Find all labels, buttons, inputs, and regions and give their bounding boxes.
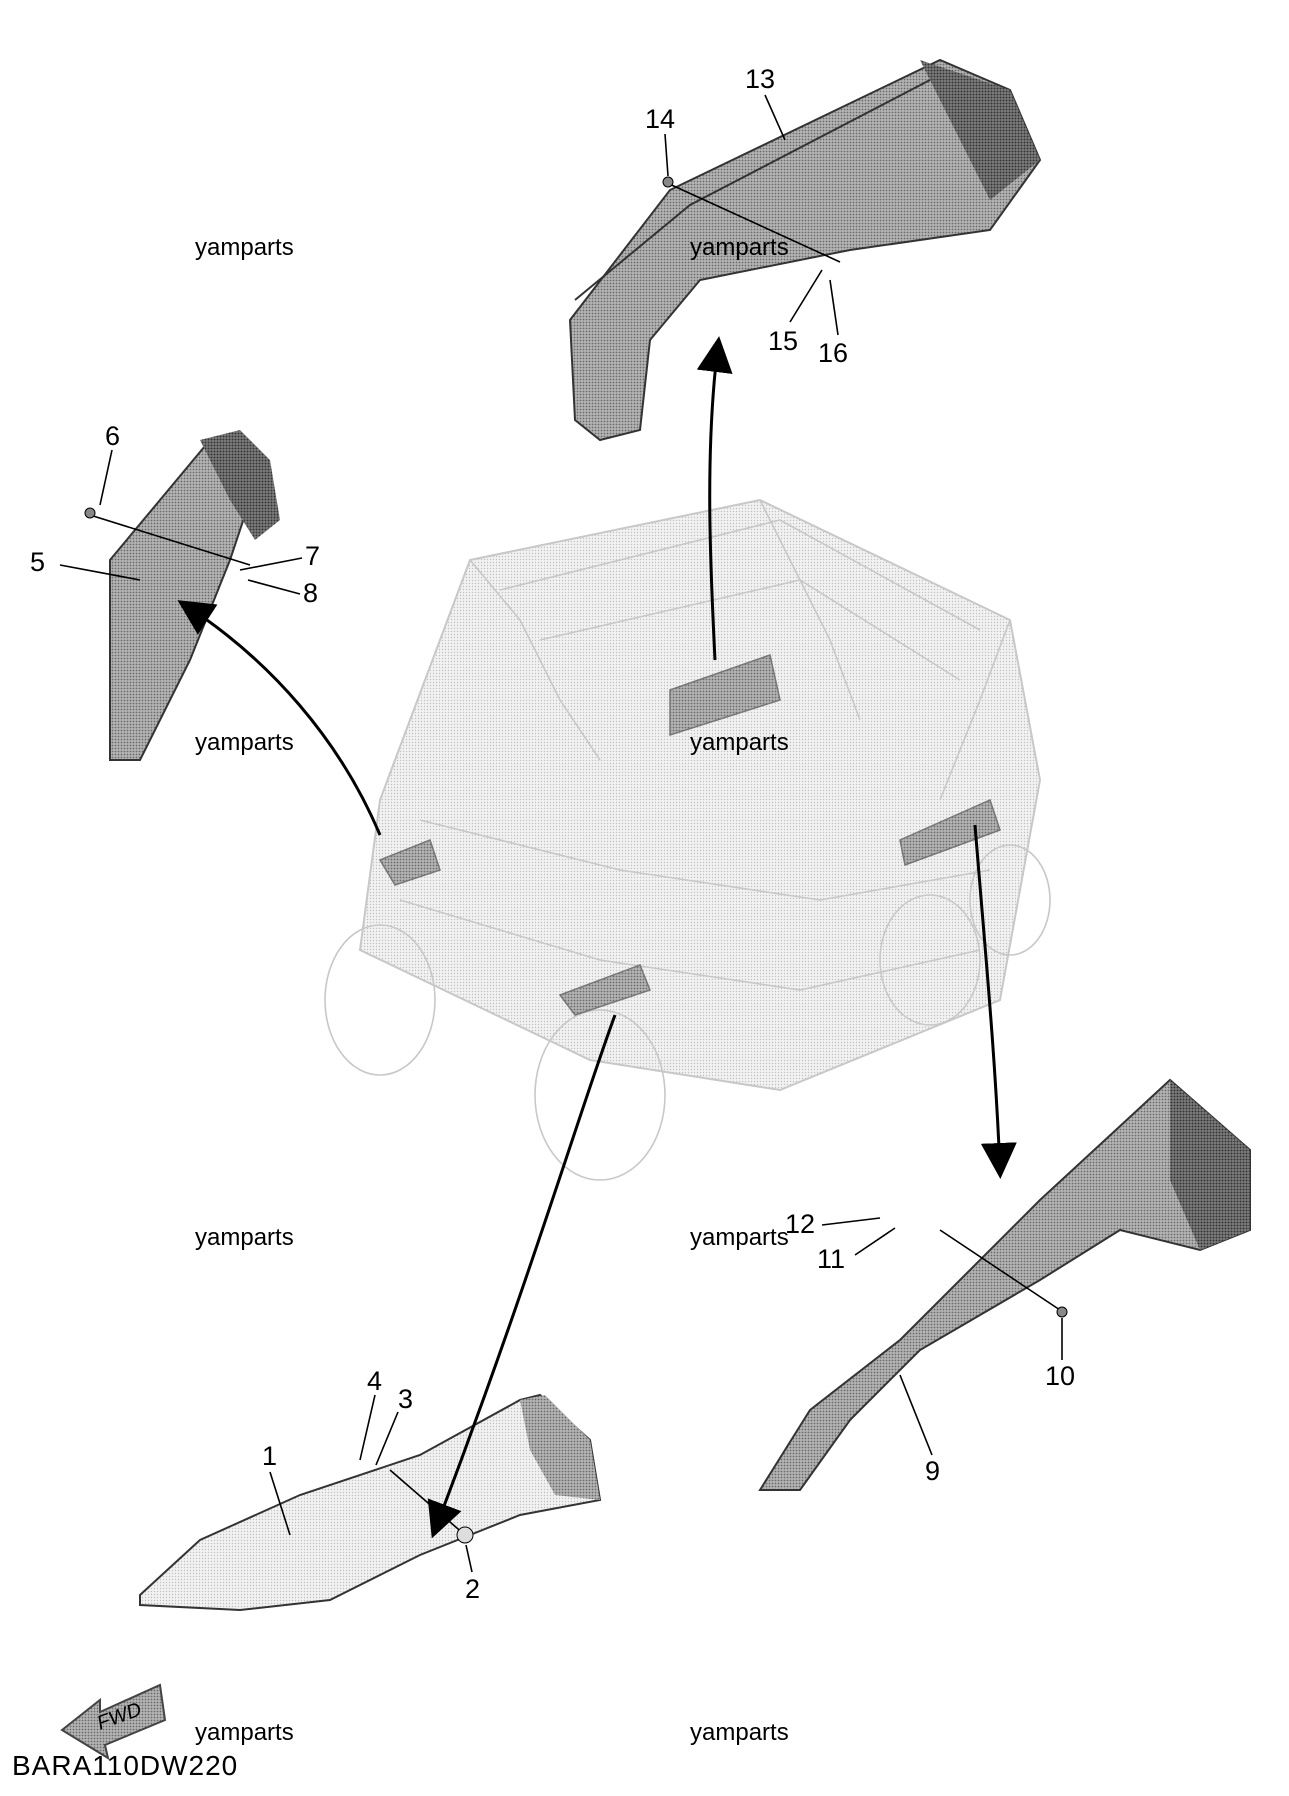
watermark: yamparts bbox=[690, 729, 789, 756]
watermark: yamparts bbox=[690, 1719, 789, 1746]
callout-5: 5 bbox=[30, 547, 45, 577]
part-5-flap bbox=[109, 430, 280, 761]
watermark: yamparts bbox=[195, 234, 294, 261]
watermark: yamparts bbox=[195, 1719, 294, 1746]
callout-3: 3 bbox=[398, 1384, 413, 1414]
callout-13: 13 bbox=[745, 64, 775, 94]
fwd-arrow: FWD bbox=[60, 1683, 167, 1761]
callout-6: 6 bbox=[105, 421, 120, 451]
vehicle-ghost bbox=[324, 498, 1051, 1181]
watermark: yamparts bbox=[690, 1224, 789, 1251]
part-9-fender bbox=[758, 1078, 1251, 1491]
watermarks: yamparts yamparts yamparts yamparts yamp… bbox=[195, 234, 789, 1746]
diagram-code: BARA110DW220 bbox=[12, 1750, 238, 1781]
part-1-fender bbox=[139, 1393, 602, 1612]
part-13-fender bbox=[568, 58, 1042, 442]
watermark: yamparts bbox=[195, 729, 294, 756]
callout-4: 4 bbox=[367, 1366, 382, 1396]
callout-16: 16 bbox=[818, 338, 848, 368]
callout-labels: 1 2 3 4 5 6 7 8 9 10 11 12 13 14 15 16 bbox=[30, 64, 1075, 1604]
callout-1: 1 bbox=[262, 1441, 277, 1471]
callout-15: 15 bbox=[768, 326, 798, 356]
watermark: yamparts bbox=[690, 234, 789, 261]
callout-7: 7 bbox=[305, 541, 320, 571]
assembly-arrows bbox=[177, 336, 1017, 1539]
watermark: yamparts bbox=[195, 1224, 294, 1251]
callout-2: 2 bbox=[465, 1574, 480, 1604]
callout-10: 10 bbox=[1045, 1361, 1075, 1391]
callout-12: 12 bbox=[785, 1209, 815, 1239]
callout-11: 11 bbox=[817, 1244, 845, 1274]
callout-14: 14 bbox=[645, 104, 675, 134]
callout-9: 9 bbox=[925, 1456, 940, 1486]
callout-8: 8 bbox=[303, 578, 318, 608]
